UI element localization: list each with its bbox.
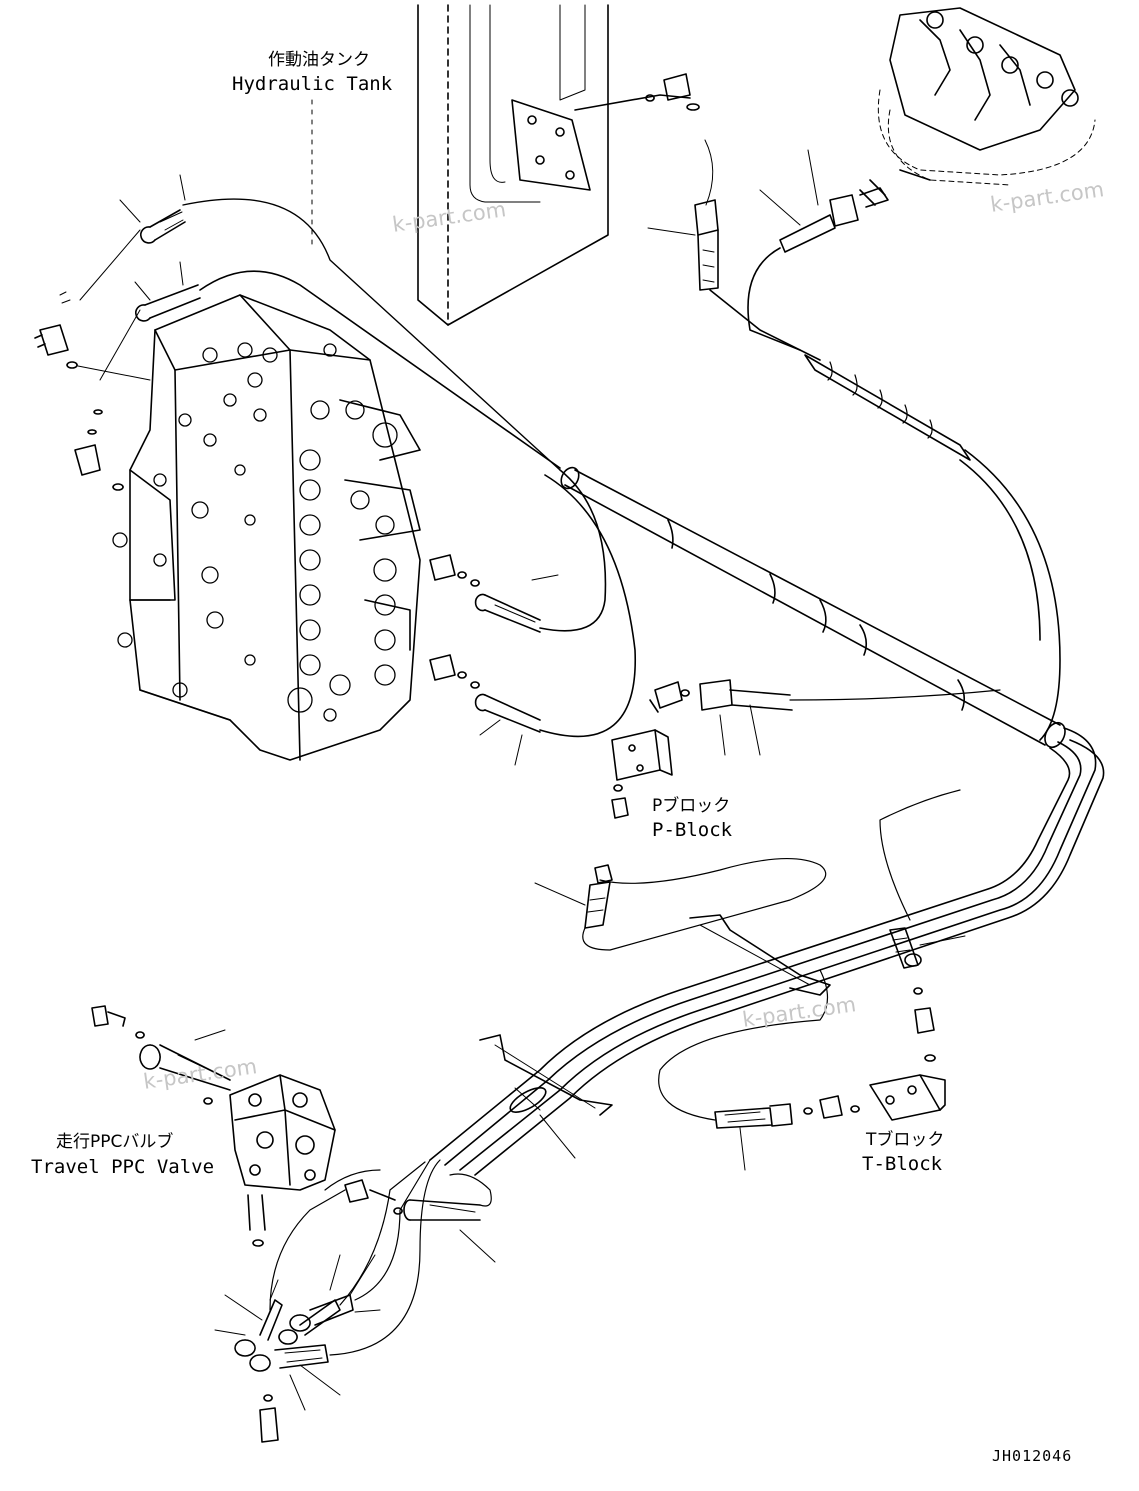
t-block-label-en: T-Block [862,1153,943,1175]
upper-left-hoses [79,174,561,471]
hose-clamps [479,914,831,1159]
hydraulic-tank-label-jp: 作動油タンク [268,50,370,70]
control-valve-hoses [429,469,636,766]
bottom-fittings [214,1159,441,1443]
drawing-code: JH012046 [992,1447,1073,1465]
left-fittings [34,291,151,491]
travel-ppc-valve-label-jp: 走行PPCバルブ [56,1132,174,1152]
hydraulic-tank-label-en: Hydraulic Tank [232,73,393,95]
main-control-valve [112,294,421,761]
ppc-valve-cluster [859,7,1096,206]
p-block-label-en: P-Block [652,819,733,841]
p-block-label-jp: Pブロック [652,796,731,816]
travel-ppc-valve [91,1005,496,1263]
p-block [534,679,1001,951]
ppc-supply-hose [647,149,889,351]
t-block [658,789,966,1171]
hose-bundle [429,466,1105,1176]
hydraulic-tank [311,4,700,326]
t-block-label-jp: Tブロック [866,1130,945,1150]
tank-return-hose [694,139,1061,741]
travel-ppc-valve-label-en: Travel PPC Valve [31,1156,215,1178]
